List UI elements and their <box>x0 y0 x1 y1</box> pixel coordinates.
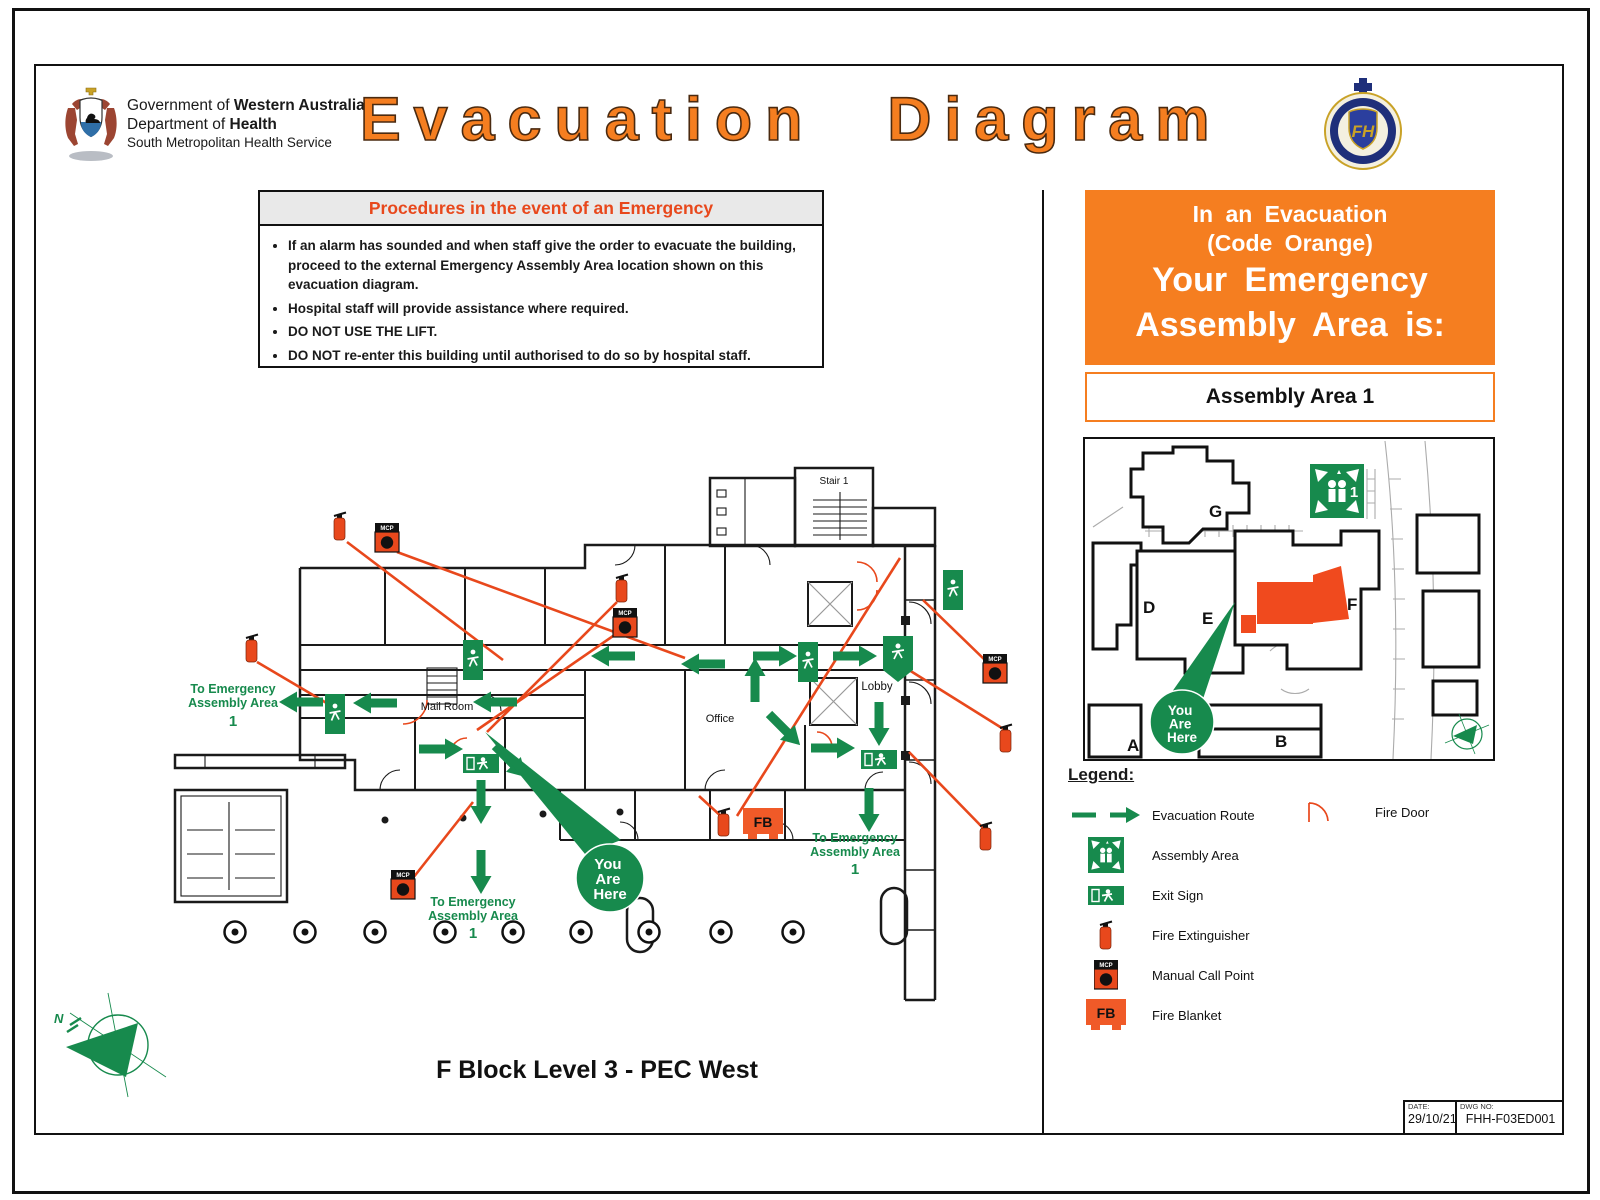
wall-fixtures <box>381 616 910 824</box>
legend-row-assembly-area: Assembly Area <box>1060 835 1560 875</box>
svg-text:To Emergency: To Emergency <box>812 831 897 845</box>
svg-text:1: 1 <box>469 925 477 942</box>
evac-line2: (Code Orange) <box>1207 229 1373 256</box>
svg-text:Stair 1: Stair 1 <box>820 476 849 487</box>
floor-plan-walls <box>173 466 937 1002</box>
svg-text:1: 1 <box>229 713 237 730</box>
title-block: DATE: 29/10/21 DWG NO: FHH-F03ED001 <box>1403 1100 1564 1135</box>
svg-text:1: 1 <box>851 861 859 878</box>
legend-row-manual-call-point: Manual Call Point <box>1060 955 1560 995</box>
procedure-item: DO NOT re-enter this building until auth… <box>288 346 796 366</box>
assembly-area-icon <box>1060 837 1152 873</box>
outer-frame <box>12 8 1590 1194</box>
exit-signs <box>324 569 964 774</box>
room-labels: Stair 1 Mail Room Office Lobby <box>421 476 893 725</box>
wa-government-crest-icon <box>65 87 117 161</box>
floor-plan: MCP FB <box>173 466 1013 1002</box>
assembly-area-map-icon: 1 <box>1310 464 1364 518</box>
title-block-dwg: DWG NO: FHH-F03ED001 <box>1460 1102 1556 1126</box>
fire-door-icon <box>1302 791 1334 830</box>
fire-blanket-icon <box>1060 999 1152 1031</box>
procedure-item: If an alarm has sounded and when staff g… <box>288 236 796 295</box>
route-label-southeast: To Emergency Assembly Area 1 <box>810 831 901 878</box>
government-department-text: Government of Western Australia Departme… <box>127 96 365 152</box>
svg-text:To Emergency: To Emergency <box>190 682 275 696</box>
procedures-title: Procedures in the event of an Emergency <box>260 192 822 226</box>
procedure-item: Hospital staff will provide assistance w… <box>288 299 796 319</box>
exit-pennant-sign <box>883 636 913 682</box>
door-arcs <box>379 544 932 841</box>
route-label-west: To Emergency Assembly Area 1 <box>188 682 279 730</box>
svg-text:Lobby: Lobby <box>861 681 893 693</box>
legend: Legend: Evacuation Route Fire Door <box>1060 765 1560 1035</box>
gov-line1: Government of Western Australia <box>127 97 365 114</box>
evacuation-code-orange-box: In an Evacuation (Code Orange) Your Emer… <box>1085 190 1495 365</box>
hospital-crest-icon: FH <box>1324 78 1402 170</box>
svg-text:B: B <box>1275 732 1287 751</box>
site-map: 1 A B D E F G You Are Here <box>1083 437 1495 761</box>
equipment-leader-lines <box>256 540 1006 879</box>
floor-plan-you-are-here: You Are Here <box>485 732 645 913</box>
svg-text:E: E <box>1202 609 1213 628</box>
legend-row-exit-sign: Exit Sign <box>1060 875 1560 915</box>
evac-line1: In an Evacuation <box>1192 201 1388 227</box>
svg-text:To Emergency: To Emergency <box>430 895 515 909</box>
structural-columns <box>223 920 805 944</box>
legend-row-fire-extinguisher: Fire Extinguisher <box>1060 915 1560 955</box>
assembly-number: 1 <box>1350 484 1358 501</box>
legend-title: Legend: <box>1068 765 1135 784</box>
fire-blanket <box>743 808 783 839</box>
exit-sign-icon <box>1060 885 1152 905</box>
procedures-box: Procedures in the event of an Emergency … <box>258 190 824 368</box>
title-block-date: DATE: 29/10/21 <box>1405 1102 1457 1135</box>
svg-text:Assembly Area: Assembly Area <box>188 696 279 710</box>
svg-text:Assembly Area: Assembly Area <box>810 845 901 859</box>
svg-text:Mail Room: Mail Room <box>421 701 474 713</box>
svg-text:You Are He: You Are Here <box>1167 703 1198 745</box>
gov-line2: Department of Health <box>127 116 277 134</box>
procedure-item: DO NOT USE THE LIFT. <box>288 322 796 342</box>
floor-plan-caption: F Block Level 3 - PEC West <box>436 1056 758 1084</box>
legend-row-fire-blanket: Fire Blanket <box>1060 995 1560 1035</box>
manual-call-point-icon <box>1060 960 1152 990</box>
site-map-highlighted-block <box>1241 566 1349 633</box>
site-map-building-labels: A B D E F G <box>1127 502 1357 755</box>
inner-frame <box>34 64 1564 1135</box>
page-title: Evacuation Diagram <box>359 84 1223 154</box>
assembly-area-box: Assembly Area 1 <box>1085 372 1495 422</box>
assembly-area-name: Assembly Area 1 <box>1205 385 1375 408</box>
svg-text:D: D <box>1143 598 1155 617</box>
site-map-you-are-here: You Are Here <box>1149 602 1235 755</box>
fire-extinguisher-icon <box>1060 919 1152 951</box>
svg-text:F: F <box>1347 595 1357 614</box>
svg-text:G: G <box>1209 502 1222 521</box>
svg-text:A: A <box>1127 736 1139 755</box>
crest-monogram: FH <box>1352 122 1375 141</box>
evacuation-route-icon <box>1060 804 1152 826</box>
site-map-compass-icon <box>1444 713 1490 755</box>
gov-line3: South Metropolitan Health Service <box>127 134 332 150</box>
route-label-south: To Emergency Assembly Area 1 <box>428 895 519 942</box>
evac-line4: Assembly Area is: <box>1135 306 1445 345</box>
svg-text:Assembly Area: Assembly Area <box>428 909 519 923</box>
panel-divider <box>1042 190 1044 1133</box>
compass-north-label: N <box>54 1011 64 1026</box>
compass-icon: N <box>54 992 167 1098</box>
assembly-route-labels: To Emergency Assembly Area 1 To Emergenc… <box>188 682 901 942</box>
procedures-list: If an alarm has sounded and when staff g… <box>260 226 822 365</box>
legend-row-evacuation-route: Evacuation Route Fire Door <box>1060 795 1560 835</box>
svg-text:Office: Office <box>706 713 735 725</box>
svg-text:You Are Here: You Are Here <box>593 856 626 903</box>
evac-line3: Your Emergency <box>1152 260 1428 299</box>
